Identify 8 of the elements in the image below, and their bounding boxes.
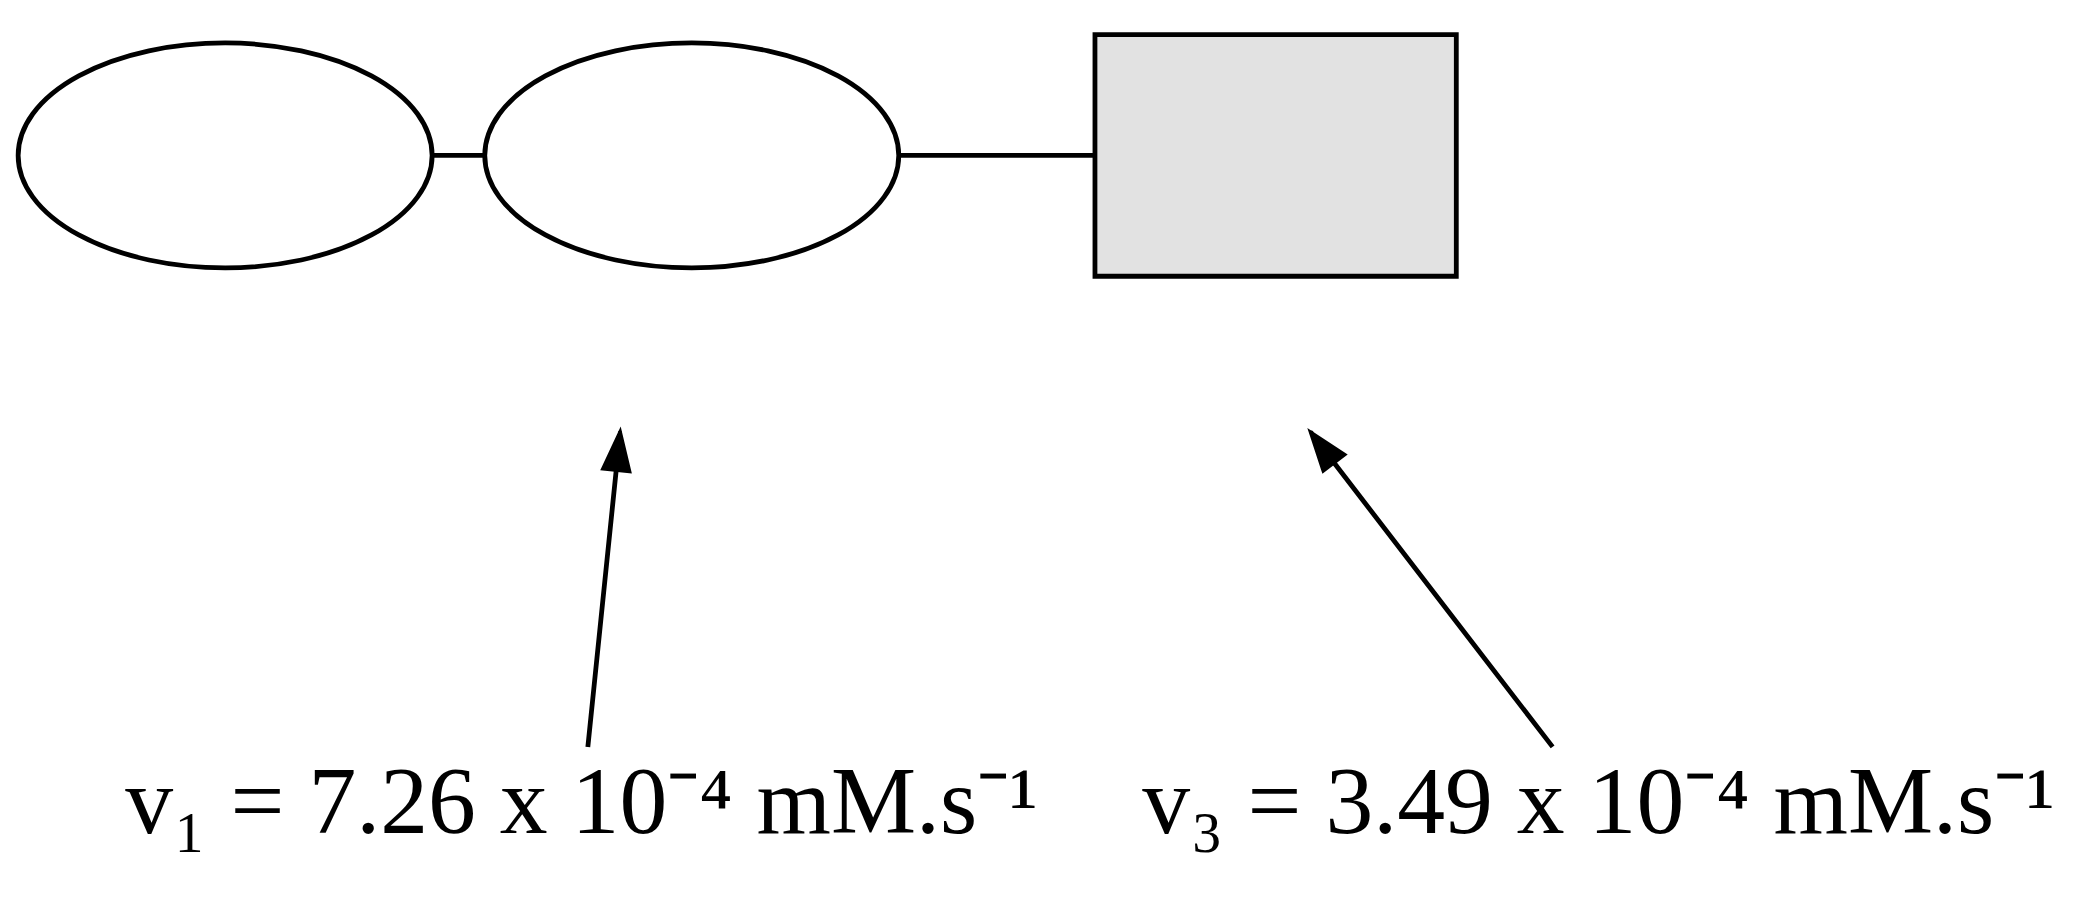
node-ellipse: [482, 40, 902, 271]
connector: [432, 153, 485, 158]
node-text: v₃ = 3.49 x 10⁻⁴ mM.s⁻¹: [1142, 748, 2055, 855]
node-text: v₁ = 7.26 x 10⁻⁴ mM.s⁻¹: [125, 748, 1038, 855]
node-box: [1092, 32, 1459, 279]
connector: [899, 153, 1095, 158]
node-ellipse: [15, 40, 435, 271]
arrow: [585, 426, 632, 748]
